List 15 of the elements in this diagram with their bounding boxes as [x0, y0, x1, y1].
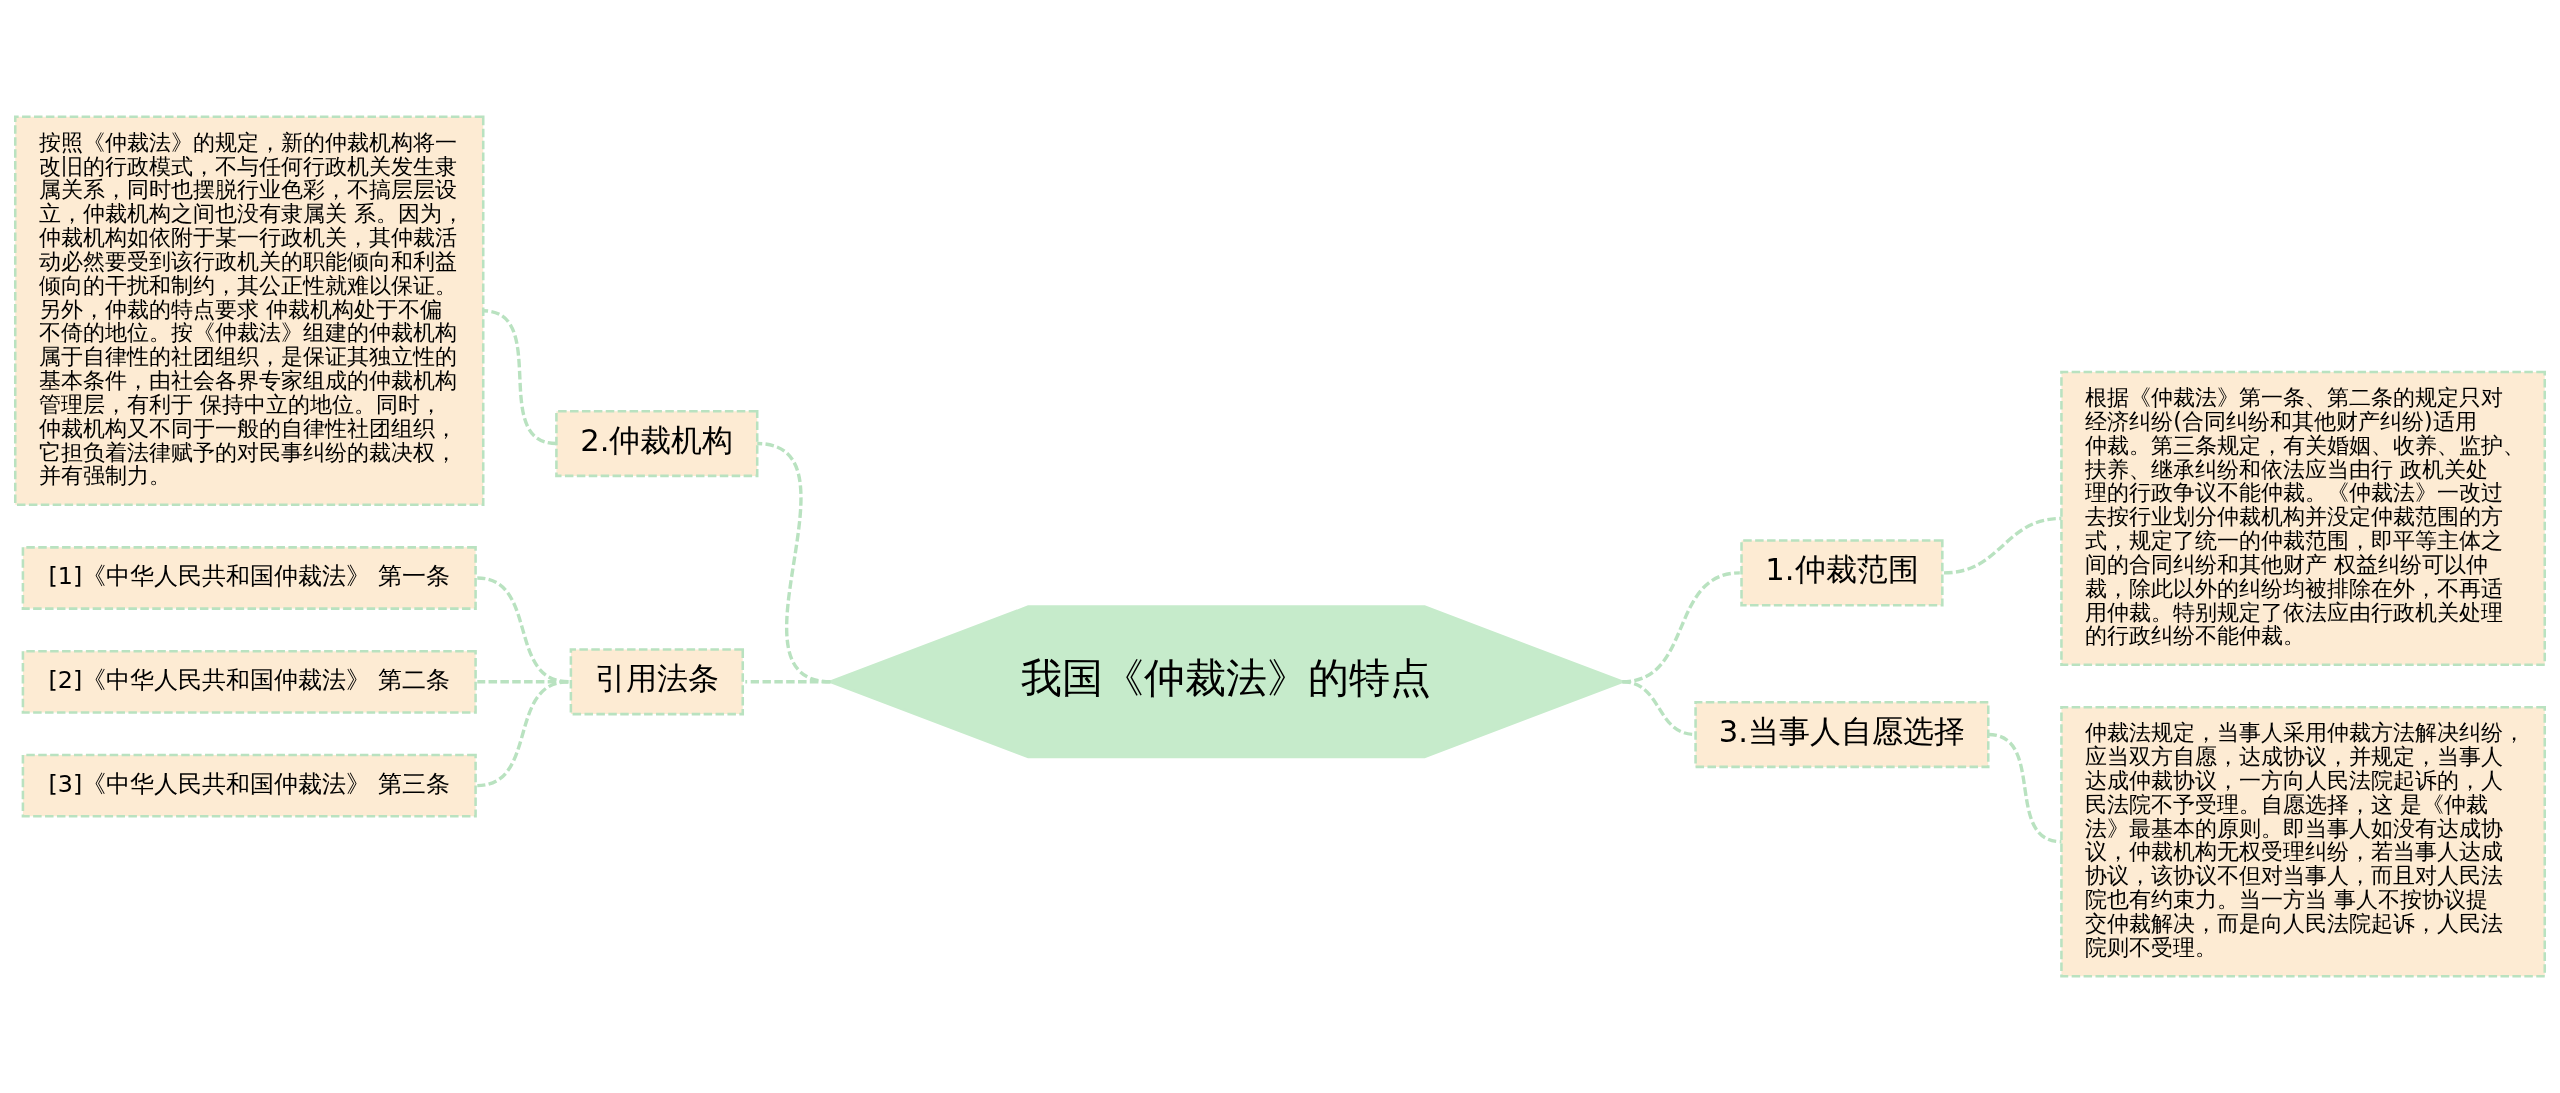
- connector: [477, 680, 569, 788]
- node-box: [1]《中华人民共和国仲裁法》 第一条: [21, 546, 477, 610]
- node-box: [2]《中华人民共和国仲裁法》 第二条: [21, 649, 477, 714]
- connector: [1988, 732, 2062, 844]
- node-box: [3]《中华人民共和国仲裁法》 第三条: [21, 753, 477, 818]
- node-box: 按照《仲裁法》的规定，新的仲裁机构将一改旧的行政模式，不与任何行政机关发生隶属关系，同时也摆脱行业色彩，不搞层层设立，仲裁机构之间也没有隶属关 系。因为，仲裁机构如依附于某一行政机关，其仲裁活动必然要受到该行政机关的职能倾向和利益倾向的干扰和制约，其公正性就难以保证。另外，仲裁的特点要求 仲裁机构处于不偏不倚的地位。按《仲裁法》组建的仲裁机构属于自律性的社团组织，是保证其独立性的基本条件，由社会各界专家组成的仲裁机构管理层，有利于 保持中立的地位。同时，仲裁机构又不同于一般的自律性社团组织，它担负着法律赋予的对民事纠纷的裁决权，并有强制力。: [14, 115, 485, 507]
- node-box: 2.仲裁机构: [555, 409, 759, 478]
- node-box: 1.仲裁范围: [1740, 539, 1944, 607]
- node-box: 3.当事人自愿选择: [1694, 700, 1990, 769]
- node-box: 引用法条: [569, 648, 745, 716]
- node-box: 根据《仲裁法》第一条、第二条的规定只对经济纠纷(合同纠纷和其他财产纠纷)适用仲裁。第三条规定，有关婚姻、收养、监护、扶养、继承纠纷和依法应当由行 政机关处理的行政争议不能仲裁。《仲裁法》一改过去按行业划分仲裁机构并没定仲裁范围的方式，规定了统一的仲裁范围，即平等主体之间的合同纠纷和其他财产 权益纠纷可以仲裁，除此以外的纠纷均被排除在外，不再适用仲裁。特别规定了依法应由行政机关处理的行政纠纷不能仲裁。: [2060, 370, 2546, 667]
- node-box: 仲裁法规定，当事人采用仲裁方法解决纠纷，应当双方自愿，达成协议，并规定，当事人达成仲裁协议，一方向人民法院起诉的，人民法院不予受理。自愿选择，这 是《仲裁法》最基本的原则。即当事人如没有达成协议，仲裁机构无权受理纠纷，若当事人达成协议，该协议不但对当事人，而且对人民法院也有约束力。当一方当 事人不按协议提交仲裁解决，而是向人民法院起诉，人民法院则不受理。: [2060, 706, 2546, 978]
- connector: [1943, 516, 2062, 575]
- connector: [745, 680, 831, 684]
- connector: [482, 309, 557, 446]
